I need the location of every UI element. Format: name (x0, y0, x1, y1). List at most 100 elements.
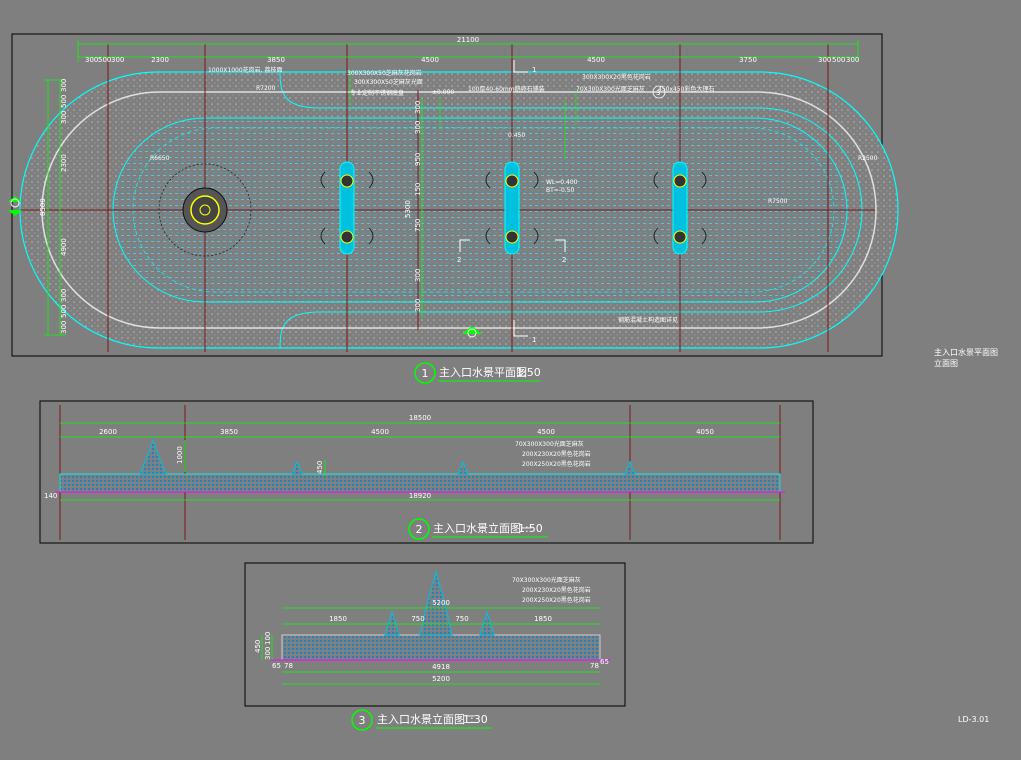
elev1-overall-dim: 18500 (409, 414, 431, 422)
elev1-wall (59, 473, 781, 493)
elev1-top-dim: 4500 (371, 428, 389, 436)
elev1-bottom-dim: 18920 (409, 492, 431, 500)
plan-center-dim: 5300 (404, 200, 412, 218)
plan-note: 0.450 (508, 132, 525, 139)
elev2-bottom-total: 5200 (432, 675, 450, 683)
elev2-top-dim: 1850 (329, 615, 347, 623)
plan-top-dim: 4500 (421, 56, 439, 64)
elev1-top-dim: 2600 (99, 428, 117, 436)
elev1-jet (624, 460, 636, 475)
plan-scale: 1:50 (516, 366, 541, 379)
elev2-top-dim: 1850 (534, 615, 552, 623)
elev2-top-dim: 750 (411, 615, 424, 623)
plan-top-dim: 300 (846, 56, 859, 64)
inner-dashed-edge (132, 127, 835, 293)
jet-fountain-3 (653, 161, 707, 255)
side-label-line2: 立面图 (934, 358, 958, 368)
plan-overall-dim: 21100 (457, 36, 479, 44)
plan-note: R2500 (858, 155, 878, 162)
elev2-title: 主入口水景立面图二 (377, 712, 476, 726)
plan-note: 70X300X300光面芝麻灰 (576, 85, 645, 93)
plan-top-dim: 300 (111, 56, 124, 64)
section-mark-top: 1 (532, 66, 536, 74)
elev2-note: 200X230X20黑色花岗岩 (522, 586, 591, 594)
elev2-note: 200X250X20黑色花岗岩 (522, 596, 591, 604)
plan-left-dim: 300 (60, 111, 68, 124)
plan-top-dim: 500 (98, 56, 111, 64)
plan-dimension-lines (44, 40, 859, 336)
elev1-end-dim: 140 (44, 492, 57, 500)
elev2-dim-lines (261, 607, 600, 685)
plan-note: 钢筋混凝土构造图详见 (618, 316, 678, 324)
elevation-one: 18500 2600 3850 4500 4500 4050 1000 450 … (39, 400, 814, 544)
plan-note: 300X300X50芝麻灰花岗岩 (347, 69, 422, 77)
plan-center-dim: 300 (414, 101, 422, 114)
plan-note: R6650 (150, 155, 170, 162)
plan-note: ±0.000 (432, 89, 454, 96)
plan-note: 300X300X50芝麻灰光面 (354, 78, 423, 86)
plan-note: WL=0.400 (546, 179, 578, 186)
elev1-top-dim: 4050 (696, 428, 714, 436)
side-label-line1: 主入口水景平面图 (934, 347, 998, 357)
plan-note: 300X300X20黑色花岗岩 (582, 73, 651, 81)
elev2-left-dim: 450 (254, 640, 262, 653)
elev1-note: 200X250X20黑色花岗岩 (522, 460, 591, 468)
plan-note: 1000X1000花岗岩, 荔枝面 (208, 66, 282, 74)
elev1-jet (291, 460, 303, 475)
plan-left-dim: 4900 (60, 238, 68, 256)
elev2-top-dim: 750 (455, 615, 468, 623)
elev2-bottom-dim: 65 (272, 662, 281, 670)
section-mark-left: 2 (457, 256, 461, 264)
elevation-markers (8, 196, 482, 338)
elev2-scale: 1:30 (463, 713, 488, 726)
jet-fountain-2 (485, 161, 539, 255)
elev2-basin (281, 634, 601, 661)
elev2-main-jet (419, 570, 453, 636)
plan-note: R7500 (768, 198, 788, 205)
plan-notes: 1000X1000花岗岩, 荔枝面 300X300X50芝麻灰花岗岩 300X3… (150, 66, 878, 324)
elev1-note: 200X230X20黑色花岗岩 (522, 450, 591, 458)
elev2-title-circle (351, 709, 373, 731)
section-mark-top-line (513, 60, 528, 73)
jet-fountain-1 (320, 161, 374, 255)
plan-center-dim: 750 (414, 219, 422, 232)
elev1-dim-lines (60, 422, 780, 501)
elev2-bottom-dim: 65 (600, 658, 609, 666)
coping-ring (41, 91, 877, 329)
plan-center-dim: 300 (414, 299, 422, 312)
elev1-jet (457, 460, 469, 475)
elev1-title: 主入口水景立面图一 (433, 521, 532, 535)
elev1-note: 70X300X300光面芝麻灰 (515, 440, 584, 448)
elev2-bottom-dim: 78 (284, 662, 293, 670)
plan-top-dims: 300 500 300 2300 3850 4500 4500 3750 300… (85, 56, 859, 64)
section-mark-bottom-line (513, 320, 528, 337)
detail-marker: 3 (656, 89, 660, 97)
plan-view: 21100 300 500 300 2300 3850 4500 4500 37… (8, 33, 899, 384)
plan-top-dim: 2300 (151, 56, 169, 64)
elev1-title-circle (408, 518, 430, 540)
plan-left-dim: 500 (60, 305, 68, 318)
plan-note: 450x450彩色大理石 (658, 85, 714, 93)
elev2-jet (384, 610, 400, 636)
plan-left-dim: 500 (60, 95, 68, 108)
plan-left-dim: 300 (60, 321, 68, 334)
plan-center-dim: 300 (414, 269, 422, 282)
plan-left-dim: 300 (60, 289, 68, 302)
section-mark-right-line (555, 239, 566, 252)
plan-center-dims: 300 300 950 150 5300 750 300 300 (404, 101, 422, 312)
plan-left-dim: 2300 (60, 154, 68, 172)
plan-center-dim: 300 (414, 121, 422, 134)
elev2-frame (244, 562, 626, 707)
plan-note: 专业定制不锈钢底盘 (350, 89, 404, 97)
elev2-overall-dim: 5200 (432, 599, 450, 607)
plan-note: 100厚40-60mm鹅卵石铺装 (468, 85, 545, 93)
elev2-left-dim: 300 (264, 647, 272, 660)
elev1-main-jet (139, 438, 167, 475)
plan-leader-lines (349, 70, 577, 160)
plan-top-dim: 3850 (267, 56, 285, 64)
section-mark-bottom: 1 (532, 336, 536, 344)
plan-section-marks: 1 1 2 2 3 (457, 60, 666, 344)
section-mark-right: 2 (562, 256, 566, 264)
plan-note: R7200 (256, 85, 276, 92)
